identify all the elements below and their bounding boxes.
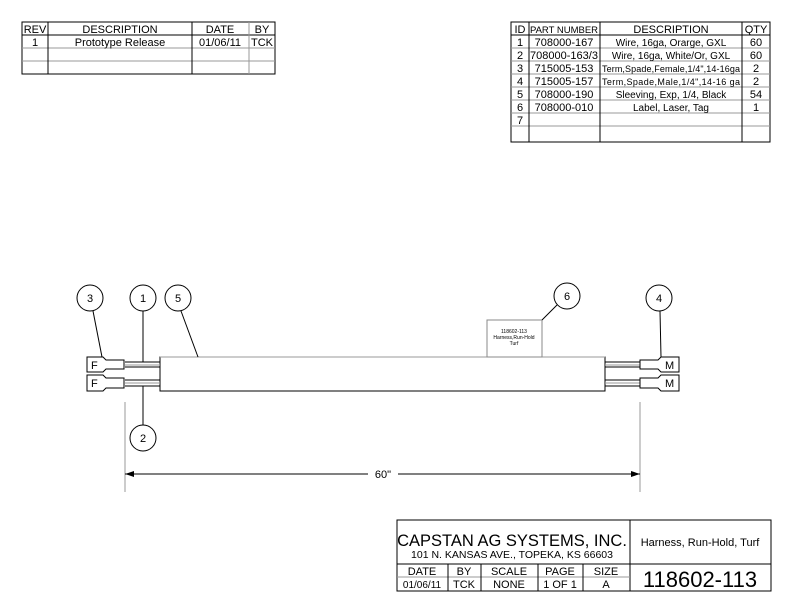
value-page: 1 OF 1 xyxy=(543,579,577,591)
dimension-value: 60" xyxy=(375,469,391,481)
sleeving xyxy=(159,356,606,392)
header-size: SIZE xyxy=(594,566,618,578)
bom-header-description: DESCRIPTION xyxy=(633,24,708,36)
rev-cell: 01/06/11 xyxy=(199,37,241,49)
title-block: CAPSTAN AG SYSTEMS, INC. 101 N. KANSAS A… xyxy=(396,519,772,592)
balloon-number: 4 xyxy=(656,293,662,305)
wire-right xyxy=(605,361,640,387)
balloon-number: 1 xyxy=(140,293,146,305)
bom-header-qty: QTY xyxy=(745,24,768,36)
balloon-4: 4 xyxy=(645,284,673,312)
drawing-number: 118602-113 xyxy=(643,567,757,592)
terminal-label: F xyxy=(91,360,98,372)
bom-cell-id: 3 xyxy=(517,63,523,75)
male-terminal: M xyxy=(639,374,680,392)
header-by: BY xyxy=(457,566,472,578)
revision-table: REV DESCRIPTION DATE BY 1 Prototype Rele… xyxy=(21,21,276,75)
wire-left xyxy=(125,361,160,387)
rev-cell: TCK xyxy=(251,37,274,49)
label-tag-line: Turf xyxy=(510,341,519,347)
bom-cell-id: 6 xyxy=(517,102,523,114)
bom-cell-qty: 60 xyxy=(750,50,762,62)
bom-cell-part: 708000-010 xyxy=(535,102,594,114)
terminal-label: M xyxy=(665,378,674,390)
bom-cell-qty: 60 xyxy=(750,37,762,49)
bom-cell-qty: 1 xyxy=(753,102,759,114)
terminal-label: M xyxy=(665,360,674,372)
balloon-number: 2 xyxy=(140,433,146,445)
value-date: 01/06/11 xyxy=(403,580,442,591)
bom-cell-description: Sleeving, Exp, 1/4, Black xyxy=(616,90,728,101)
rev-header-date: DATE xyxy=(206,24,235,36)
value-scale: NONE xyxy=(493,579,525,591)
bom-cell-id: 4 xyxy=(517,76,523,88)
terminal-label: F xyxy=(91,378,98,390)
rev-cell: Prototype Release xyxy=(75,37,166,49)
header-date: DATE xyxy=(408,566,437,578)
bom-header-id: ID xyxy=(515,24,526,36)
rev-header-rev: REV xyxy=(24,24,47,36)
balloon-3: 3 xyxy=(76,284,104,312)
label-tag-line: 118602-113 xyxy=(501,329,527,335)
balloon-6: 6 xyxy=(553,282,581,310)
bom-cell-part: 715005-153 xyxy=(535,63,594,75)
label-tag: 118602-113 Harness,Run-Hold Turf xyxy=(486,319,543,358)
bom-cell-qty: 2 xyxy=(753,76,759,88)
bom-cell-id: 2 xyxy=(517,50,523,62)
female-terminal: F xyxy=(86,374,125,392)
bom-cell-description: Term,Spade,Female,1/4",14-16ga xyxy=(602,64,740,74)
company-address: 101 N. KANSAS AVE., TOPEKA, KS 66603 xyxy=(411,549,613,561)
bom-cell-part: 715005-157 xyxy=(535,76,594,88)
header-scale: SCALE xyxy=(491,566,527,578)
drawing-title: Harness, Run-Hold, Turf xyxy=(641,537,761,549)
bom-cell-description: Wire, 16ga, White/Or, GXL xyxy=(612,51,731,62)
bom-cell-id: 1 xyxy=(517,37,523,49)
balloon-number: 3 xyxy=(87,293,93,305)
male-terminal: M xyxy=(639,356,680,373)
bom-cell-qty: 2 xyxy=(753,63,759,75)
header-page: PAGE xyxy=(545,566,575,578)
company-name: CAPSTAN AG SYSTEMS, INC. xyxy=(397,532,627,550)
bill-of-materials: ID PART NUMBER DESCRIPTION QTY 1 708000-1… xyxy=(510,21,771,143)
bom-cell-id: 5 xyxy=(517,89,523,101)
balloon-1: 1 xyxy=(129,284,157,312)
balloon-number: 5 xyxy=(175,293,181,305)
harness-drawing: F F M M 118602-113 Harness,Run-Hold Turf xyxy=(76,282,680,492)
bom-cell-description: Term,Spade,Male,1/4",14-16 ga xyxy=(602,77,740,87)
bom-cell-id: 7 xyxy=(517,115,523,127)
length-dimension: 60" xyxy=(124,402,641,492)
bom-header-part-number: PART NUMBER xyxy=(530,25,598,36)
female-terminal: F xyxy=(86,356,125,373)
rev-header-by: BY xyxy=(255,24,270,36)
label-tag-line: Harness,Run-Hold xyxy=(493,335,534,341)
value-size: A xyxy=(602,579,610,591)
rev-header-description: DESCRIPTION xyxy=(82,24,157,36)
balloon-2: 2 xyxy=(129,424,157,452)
bom-cell-part: 708000-167 xyxy=(535,37,594,49)
bom-cell-qty: 54 xyxy=(750,89,762,101)
bom-cell-description: Label, Laser, Tag xyxy=(633,103,709,114)
bom-cell-part: 708000-163/3 xyxy=(530,50,598,62)
bom-cell-description: Wire, 16ga, Orarge, GXL xyxy=(616,38,727,49)
balloon-number: 6 xyxy=(564,291,570,303)
bom-cell-part: 708000-190 xyxy=(535,89,594,101)
value-by: TCK xyxy=(453,579,476,591)
rev-cell: 1 xyxy=(32,37,38,49)
balloon-5: 5 xyxy=(164,284,192,312)
